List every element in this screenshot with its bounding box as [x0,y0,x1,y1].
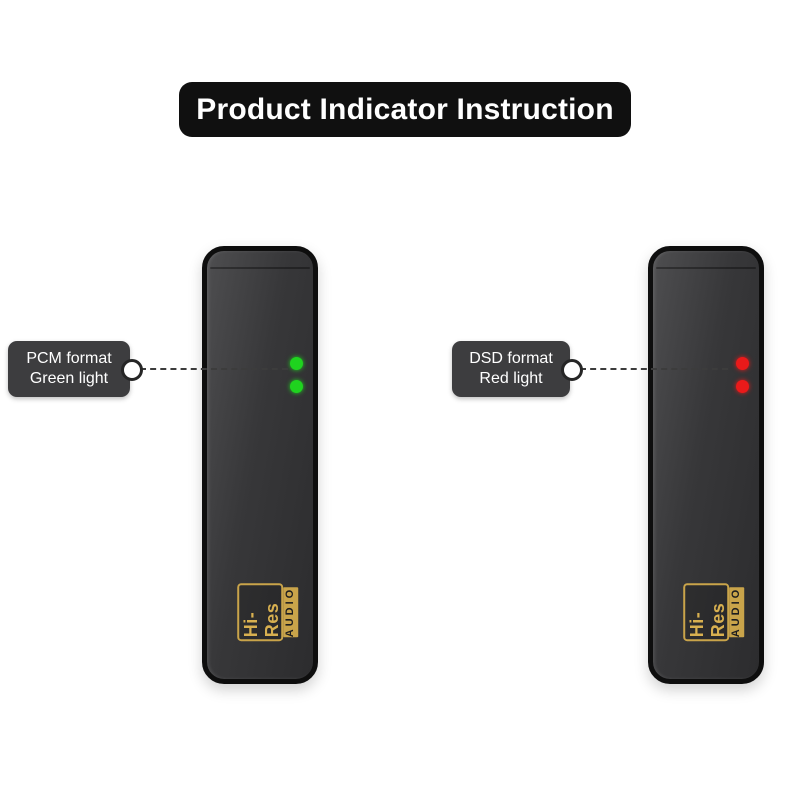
hires-label: Hi-Res [687,602,729,638]
audio-label: AUDIO [283,586,299,638]
connector-circle-dsd [561,359,583,381]
device-top-seam [210,267,310,269]
hires-audio-logo: Hi-Res AUDIO [237,582,299,642]
audio-label: AUDIO [729,586,745,638]
hires-audio-badge: Hi-Res AUDIO [236,563,299,661]
callout-pcm: PCM format Green light [8,341,130,397]
red-led-1 [736,357,749,370]
page-title: Product Indicator Instruction [196,92,614,126]
green-led-2 [290,380,303,393]
device-pcm: Hi-Res AUDIO [202,246,318,684]
red-led-2 [736,380,749,393]
callout-dsd-line2: Red light [479,370,543,387]
callout-dsd-line1: DSD format [469,350,553,367]
hires-audio-logo: Hi-Res AUDIO [683,582,745,642]
device-top-seam [656,267,756,269]
green-led-1 [290,357,303,370]
hires-label: Hi-Res [241,602,283,638]
connector-circle-pcm [121,359,143,381]
callout-pcm-line1: PCM format [26,350,112,367]
leader-line-dsd [580,368,728,370]
device-dsd: Hi-Res AUDIO [648,246,764,684]
leader-line-pcm [140,368,288,370]
callout-pcm-line2: Green light [29,370,109,387]
hires-audio-badge: Hi-Res AUDIO [682,563,745,661]
callout-dsd: DSD format Red light [452,341,570,397]
title-banner: Product Indicator Instruction [179,82,631,137]
